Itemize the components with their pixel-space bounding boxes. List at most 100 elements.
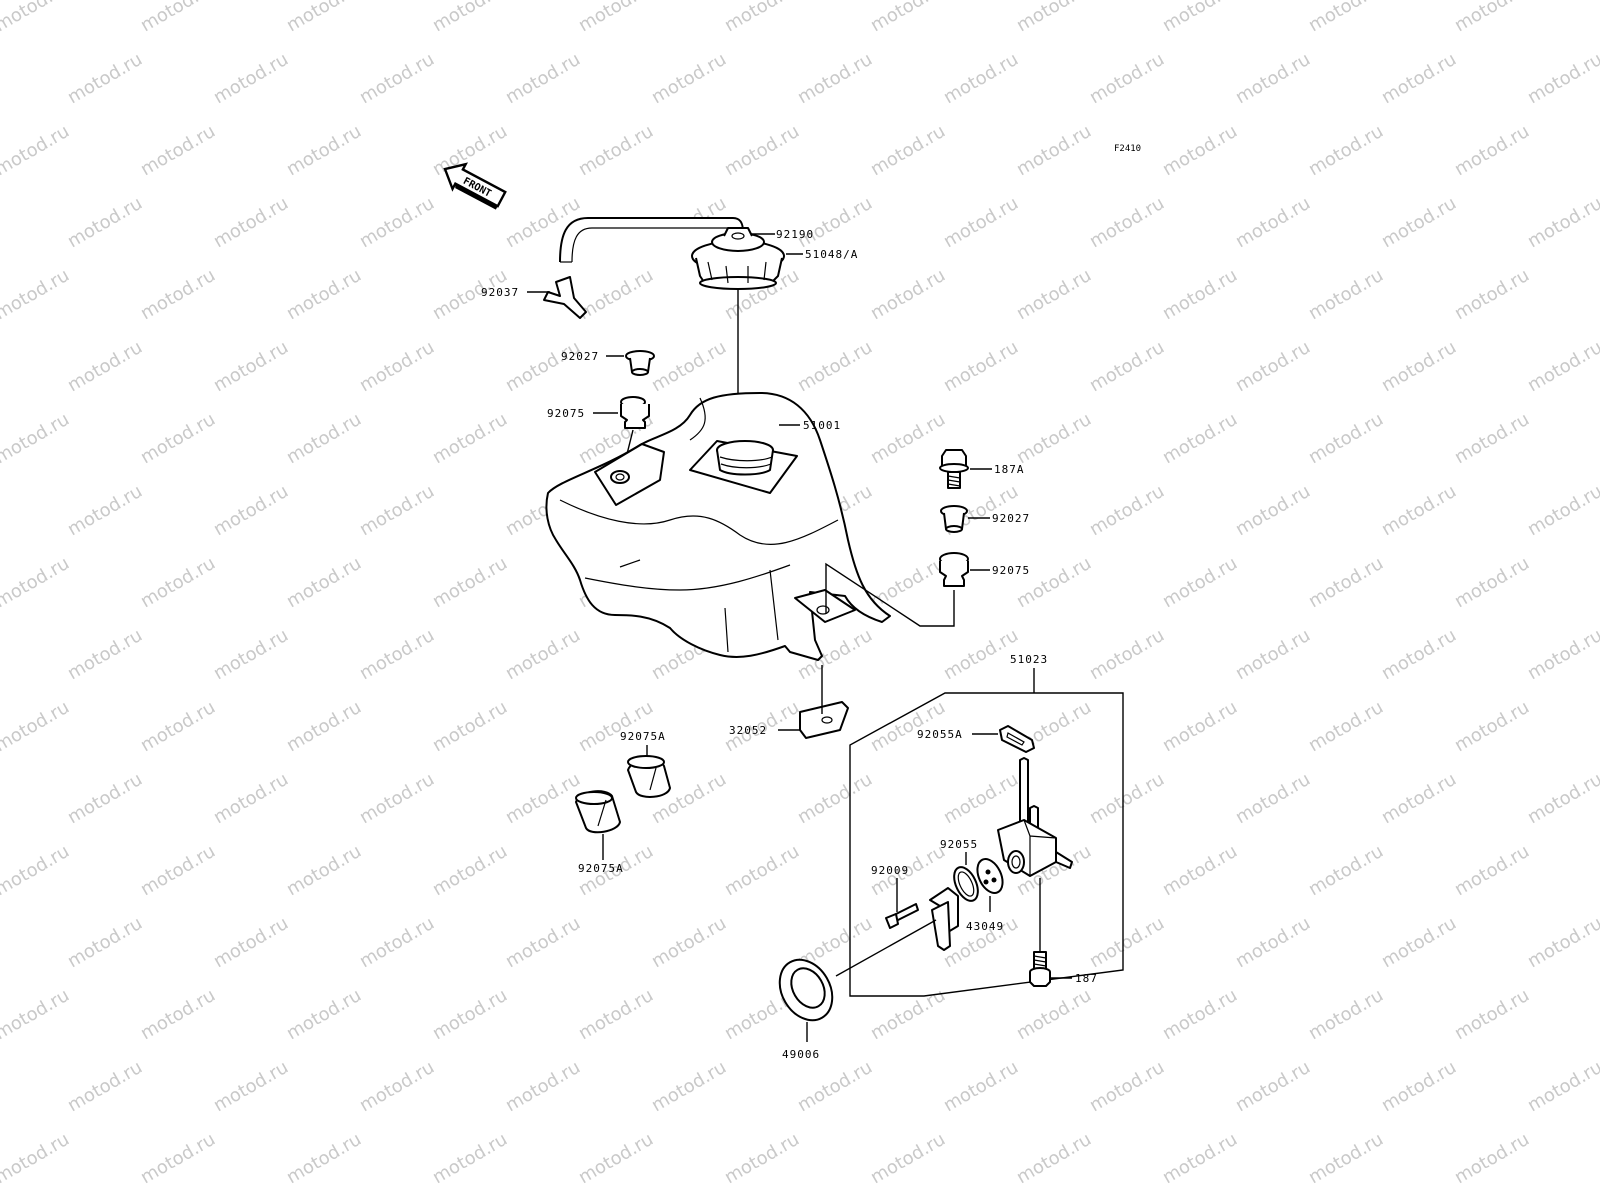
bracket-32052: 32052 [729,665,849,739]
watermark-text: motod.ru [1524,337,1600,396]
label-49006: 49006 [782,1048,820,1061]
watermark-text: motod.ru [1597,0,1600,36]
watermark-text: motod.ru [1013,265,1095,324]
watermark-text: motod.ru [575,985,657,1044]
label-51048A: 51048/A [805,248,858,261]
watermark-text: motod.ru [1232,1057,1314,1116]
collar-92075A-bottom: 92075A [575,790,624,875]
watermark-text: motod.ru [502,49,584,108]
watermark-text: motod.ru [429,553,511,612]
watermark-text: motod.ru [1378,481,1460,540]
watermark-text: motod.ru [794,193,876,252]
bushing-92027-left: 92027 [561,350,655,376]
watermark-text: motod.ru [1451,697,1533,756]
watermark-text: motod.ru [867,553,949,612]
watermark-text: motod.ru [575,265,657,324]
label-92075-right: 92075 [992,564,1030,577]
watermark-text: motod.ru [1451,1129,1533,1188]
watermark-text: motod.ru [429,409,511,468]
watermark-text: motod.ru [1159,1129,1241,1188]
label-92027-left: 92027 [561,350,599,363]
screw-92009: 92009 [871,864,919,929]
watermark-text: motod.ru [283,697,365,756]
watermark-text: motod.ru [1159,409,1241,468]
watermark-text: motod.ru [1232,49,1314,108]
watermark-text: motod.ru [356,481,438,540]
watermark-text: motod.ru [356,625,438,684]
watermark-text: motod.ru [794,1057,876,1116]
watermark-text: motod.ru [867,409,949,468]
watermark-text: motod.ru [64,769,146,828]
grommet-92075-right: 92075 [825,552,1030,627]
label-187A: 187A [994,463,1025,476]
watermark-text: motod.ru [1232,337,1314,396]
watermark-text: motod.ru [283,0,365,36]
label-92075A-bottom: 92075A [578,862,624,875]
watermark-text: motod.ru [794,49,876,108]
watermark-text: motod.ru [64,1057,146,1116]
label-92037: 92037 [481,286,519,299]
watermark-text: motod.ru [210,625,292,684]
watermark-text: motod.ru [648,337,730,396]
watermark-text: motod.ru [210,337,292,396]
watermark-text: motod.ru [502,337,584,396]
watermark-text: motod.ru [137,1129,219,1188]
watermark-text: motod.ru [429,841,511,900]
watermark-text: motod.ru [283,1129,365,1188]
watermark-text: motod.ru [1305,553,1387,612]
label-32052: 32052 [729,724,767,737]
grommet-92075-left: 92075 [547,396,650,479]
watermark-text: motod.ru [867,0,949,36]
watermark-text: motod.ru [1305,409,1387,468]
watermark-text: motod.ru [1305,0,1387,36]
watermark-text: motod.ru [1451,265,1533,324]
watermark-text: motod.ru [429,697,511,756]
watermark-text: motod.ru [1159,553,1241,612]
watermark-text: motod.ru [1451,121,1533,180]
watermark-text: motod.ru [0,841,73,900]
watermark-text: motod.ru [429,985,511,1044]
watermark-text: motod.ru [0,985,73,1044]
watermark-text: motod.ru [721,841,803,900]
label-92075A-top: 92075A [620,730,666,743]
watermark-text: motod.ru [1086,193,1168,252]
watermark-text: motod.ru [1524,1057,1600,1116]
watermark-text: motod.ru [356,913,438,972]
watermark-text: motod.ru [867,265,949,324]
watermark-text: motod.ru [64,193,146,252]
label-92027-right: 92027 [992,512,1030,525]
filter-43049: 43049 [966,858,1004,933]
bushing-92027-right: 92027 [940,505,1030,533]
watermark-text: motod.ru [0,0,73,36]
watermark-text: motod.ru [721,121,803,180]
watermark-text: motod.ru [867,121,949,180]
label-92075-left: 92075 [547,407,585,420]
watermark-text: motod.ru [283,841,365,900]
watermark-text: motod.ru [575,1129,657,1188]
collar-92075A-top: 92075A [620,730,671,798]
watermark-text: motod.ru [0,121,73,180]
watermark-text: motod.ru [356,769,438,828]
watermark-text: motod.ru [210,769,292,828]
watermark-text: motod.ru [137,409,219,468]
watermark-text: motod.ru [1451,985,1533,1044]
watermark-text: motod.ru [502,913,584,972]
watermark-text: motod.ru [1524,49,1600,108]
watermark-text: motod.ru [502,769,584,828]
watermark-text: motod.ru [429,1129,511,1188]
watermark-text: motod.ru [1013,0,1095,36]
watermark-text: motod.ru [356,1057,438,1116]
watermark-text: motod.ru [940,193,1022,252]
watermark-text: motod.ru [210,1057,292,1116]
watermark-text: motod.ru [721,1129,803,1188]
watermark-text: motod.ru [1159,697,1241,756]
watermark-text: motod.ru [502,1057,584,1116]
label-43049: 43049 [966,920,1004,933]
watermark-text: motod.ru [502,625,584,684]
watermark-text: motod.ru [64,481,146,540]
label-92009: 92009 [871,864,909,877]
watermark-text: motod.ru [64,913,146,972]
watermark-text: motod.ru [867,1129,949,1188]
watermark-text: motod.ru [429,121,511,180]
label-51023: 51023 [1010,653,1048,666]
